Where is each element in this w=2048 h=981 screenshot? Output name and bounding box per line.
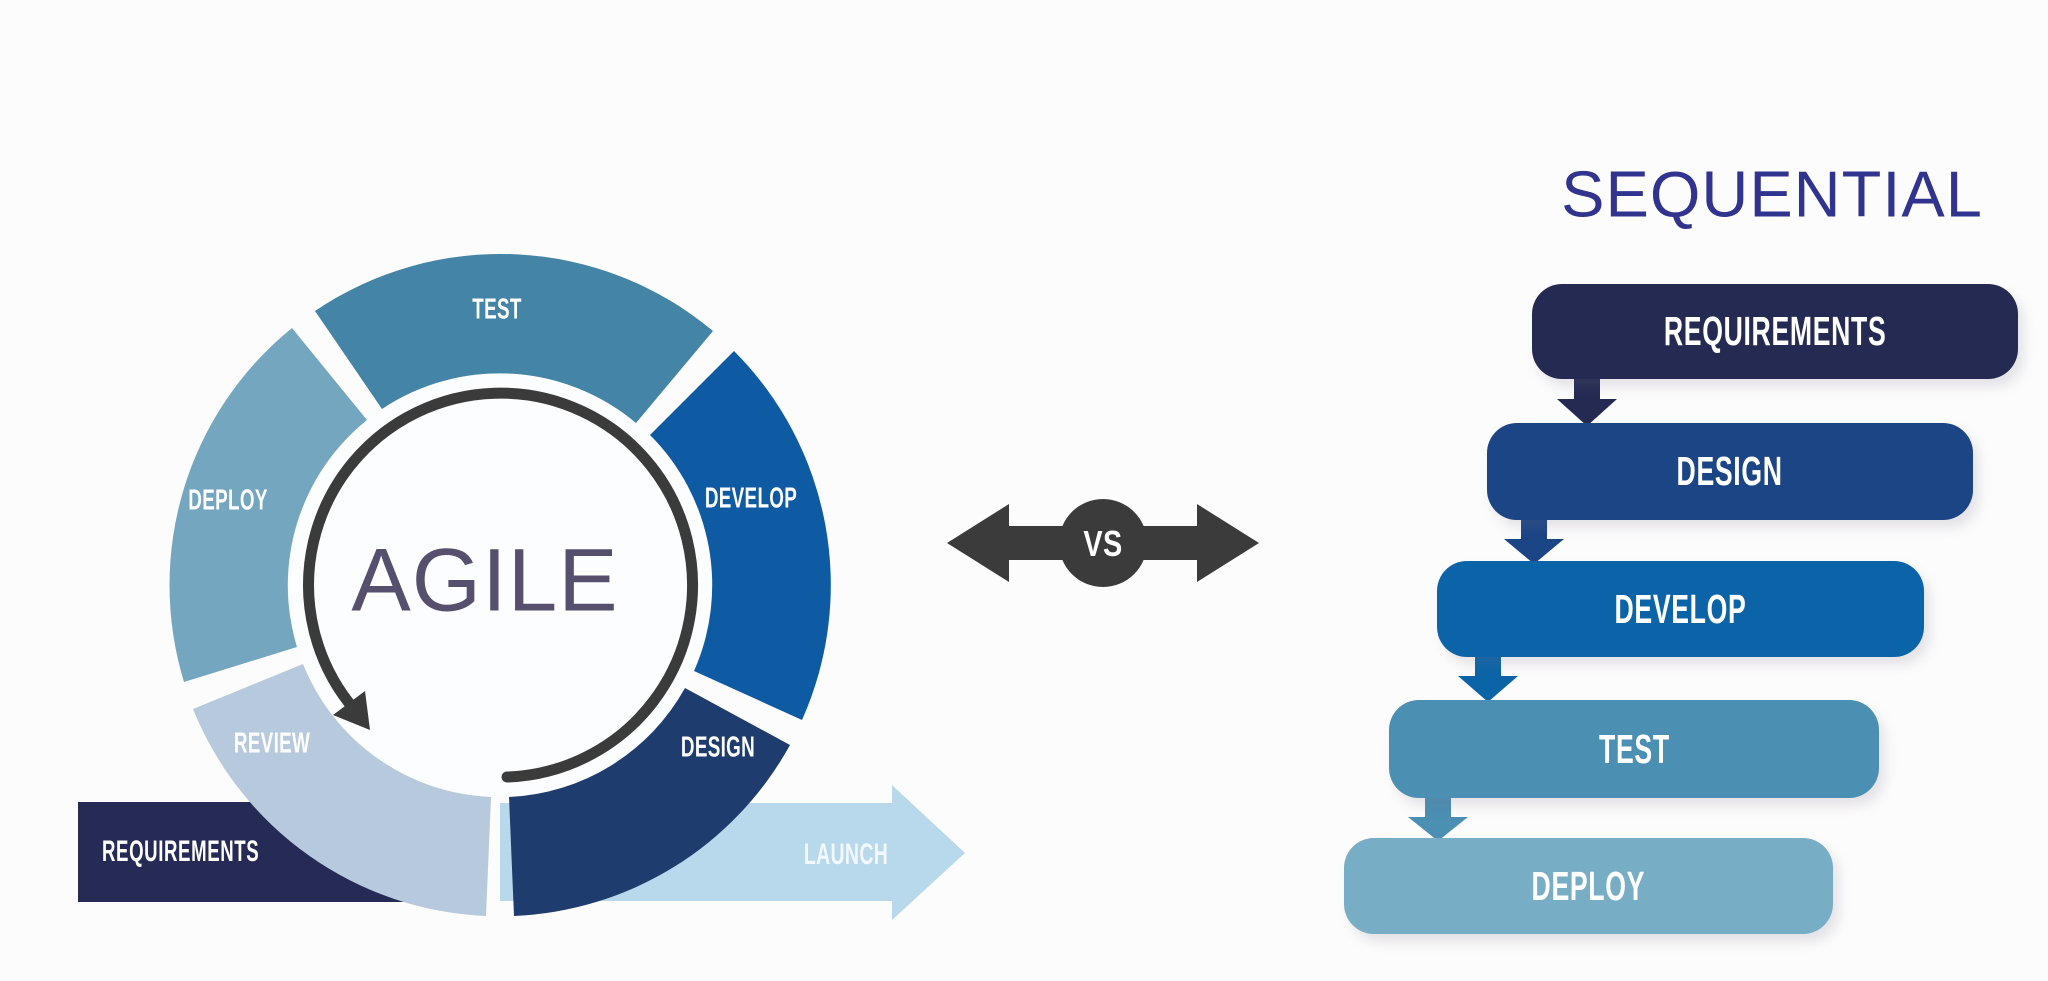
sequential-title: SEQUENTIAL <box>1561 157 1983 231</box>
agile-segment-label-review: REVIEW <box>233 727 311 760</box>
agile-segment-develop <box>650 351 831 720</box>
vs-badge-circle <box>1059 499 1147 587</box>
agile-segment-label-test: TEST <box>472 293 522 326</box>
seq-step-develop-label: DEVELOP <box>1614 585 1747 632</box>
seq-arrow-test-deploy-icon <box>1408 794 1468 841</box>
agile-segment-label-deploy: DEPLOY <box>188 484 268 517</box>
seq-step-test-label: TEST <box>1598 725 1670 772</box>
seq-arrow-design-develop-icon <box>1504 516 1564 564</box>
agile-segment-label-develop: DEVELOP <box>704 482 798 515</box>
seq-step-design-label: DESIGN <box>1676 448 1784 494</box>
vs-badge-label: VS <box>1083 523 1123 564</box>
agile-segment-label-design: DESIGN <box>680 731 756 764</box>
agile-title: AGILE <box>351 529 619 630</box>
seq-step-deploy: DEPLOY <box>1344 838 1833 934</box>
launch-arrow-label: LAUNCH <box>803 838 889 871</box>
seq-step-test: TEST <box>1389 700 1879 798</box>
agile-inner-disc <box>288 373 712 797</box>
seq-step-requirements-label: REQUIREMENTS <box>1663 308 1887 354</box>
agile-segment-design <box>509 688 790 916</box>
agile-segment-deploy <box>169 328 367 682</box>
seq-step-develop: DEVELOP <box>1437 561 1924 657</box>
agile-cycle-arrowhead-icon <box>333 691 370 730</box>
agile-cycle-arrow <box>303 387 698 783</box>
seq-step-deploy-label: DEPLOY <box>1531 862 1646 909</box>
agile-requirements-banner-label: REQUIREMENTS <box>102 835 260 868</box>
seq-step-design: DESIGN <box>1487 423 1973 520</box>
seq-arrow-develop-test-icon <box>1458 652 1518 702</box>
agile-segment-test <box>315 253 713 423</box>
seq-step-requirements: REQUIREMENTS <box>1532 284 2018 379</box>
seq-arrow-requirements-design-icon <box>1557 374 1617 426</box>
agile-segment-review <box>193 664 491 916</box>
